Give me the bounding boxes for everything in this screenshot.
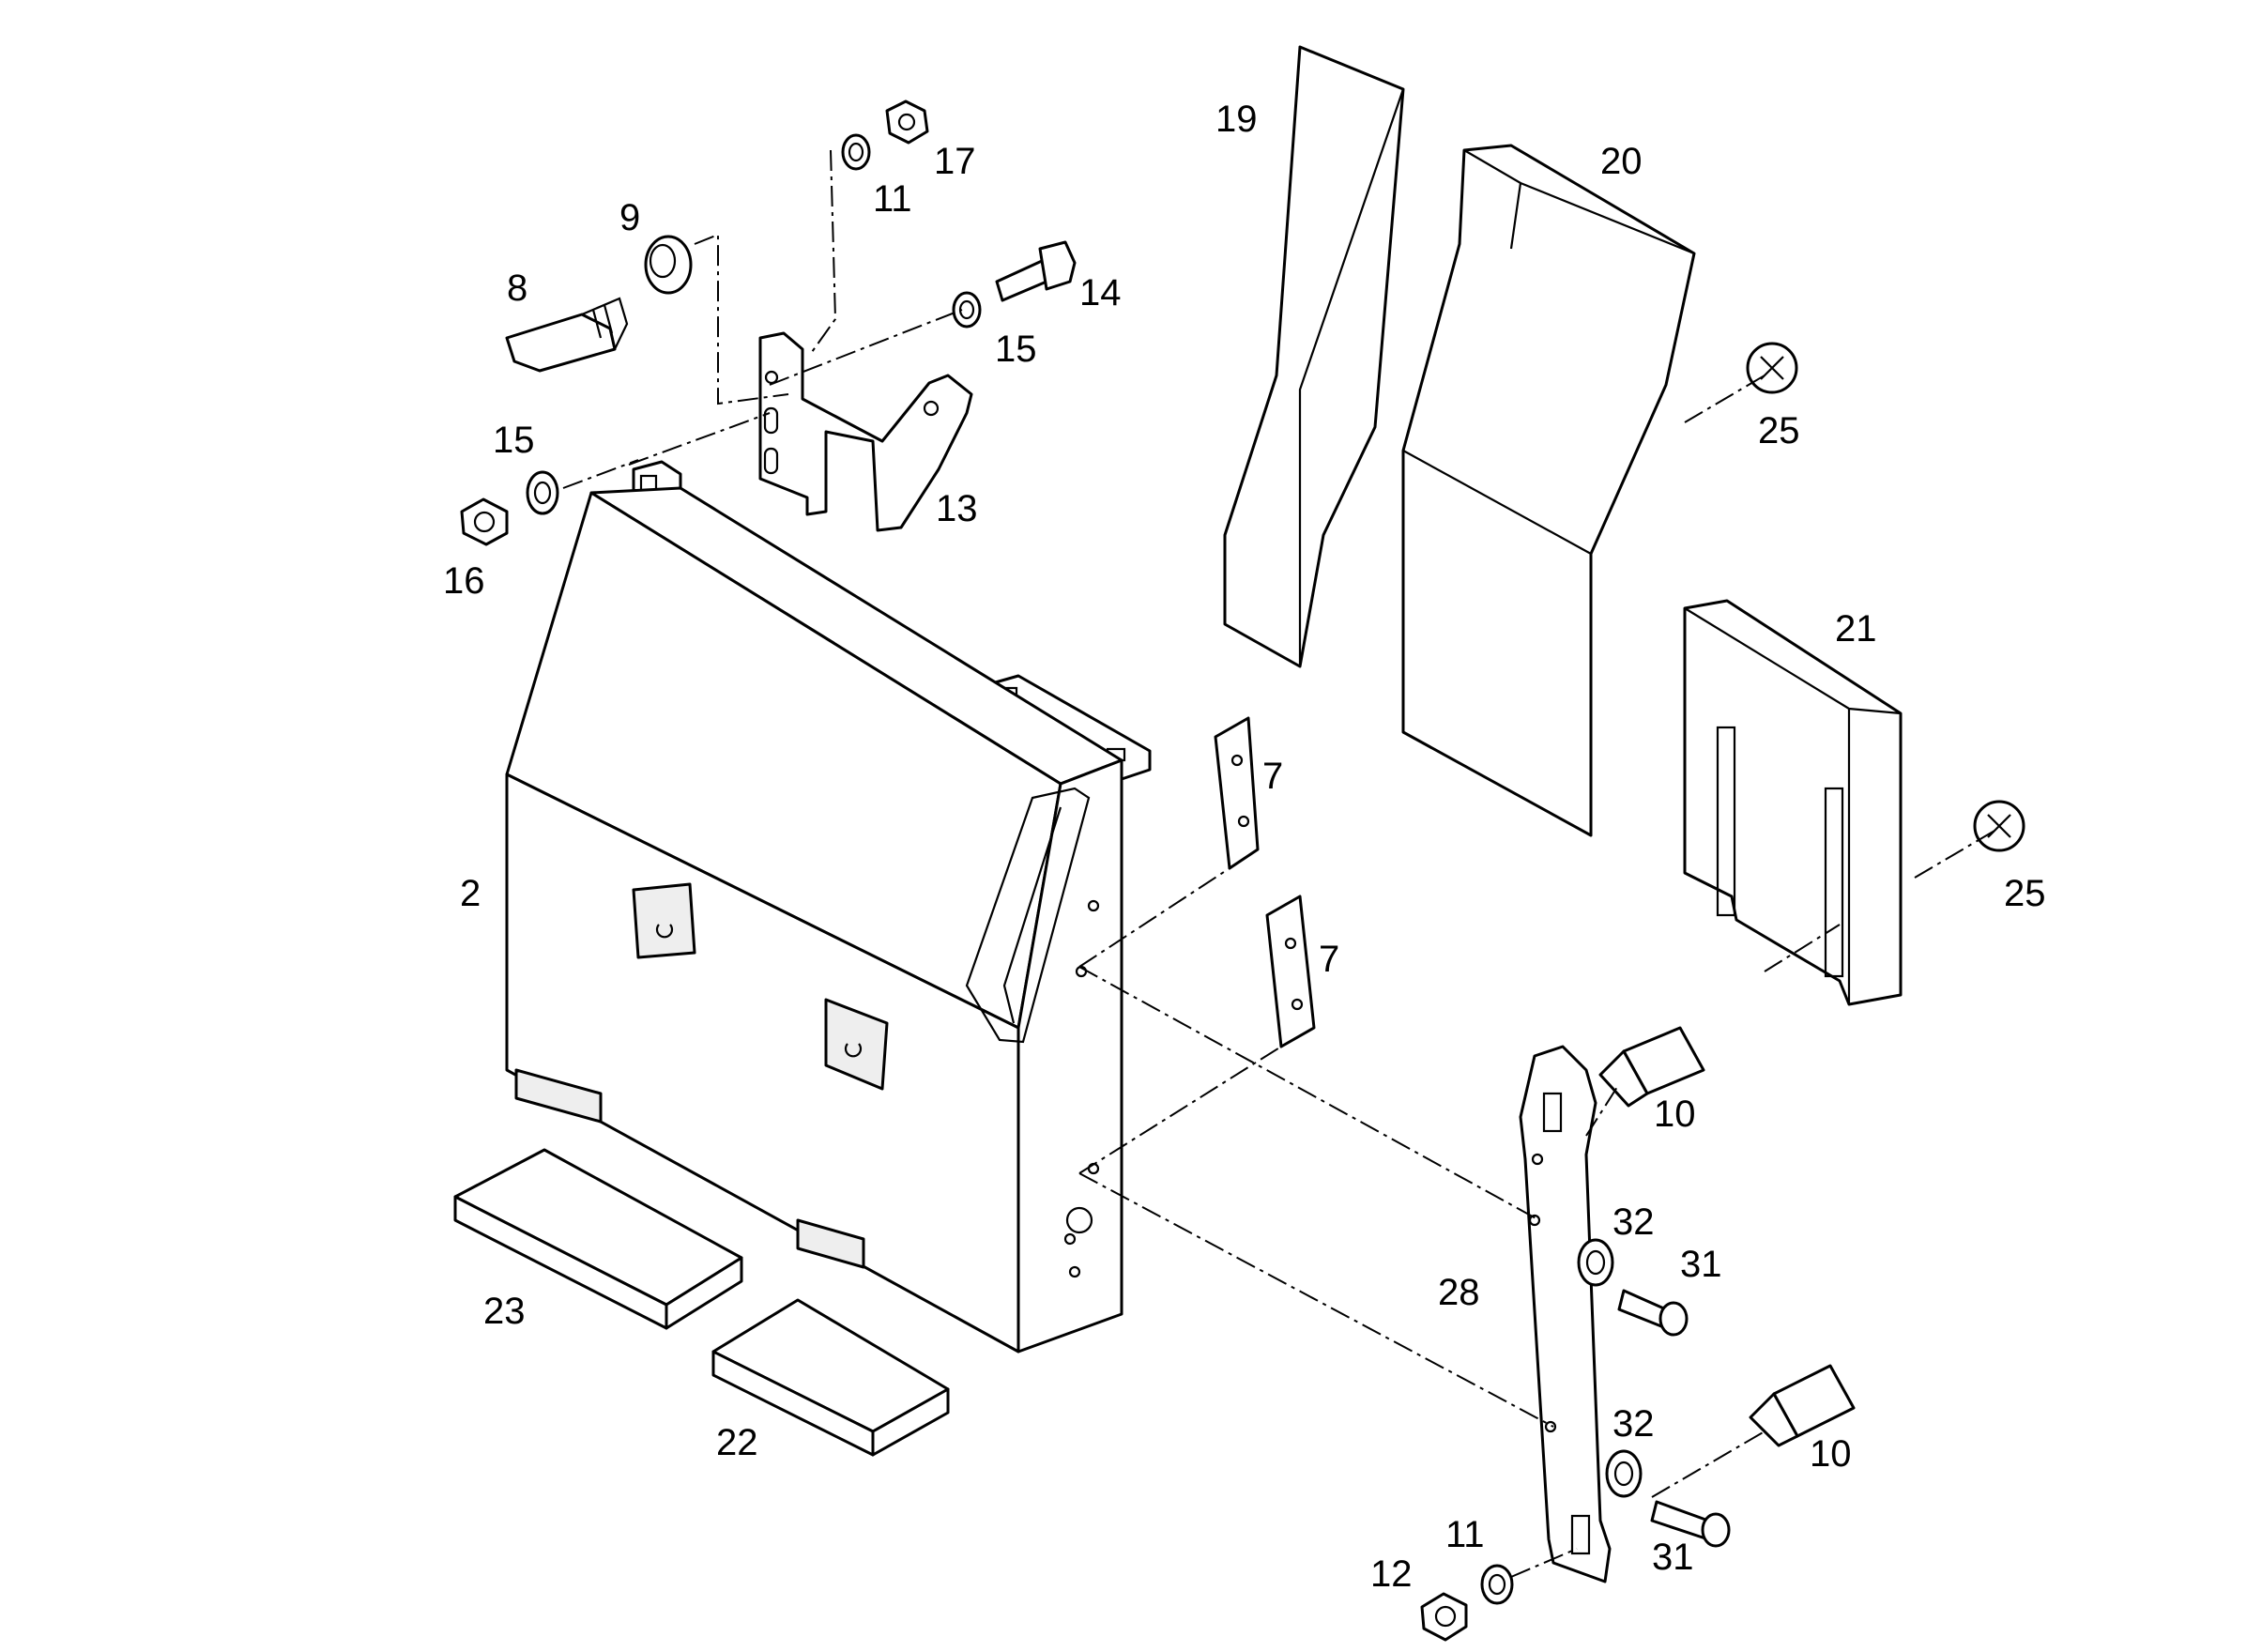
- part-21-pad: [1683, 599, 1903, 1006]
- part-22-slab: [711, 1298, 950, 1457]
- part-17-nut: [885, 99, 929, 145]
- assembly-lines: [562, 149, 1995, 1578]
- callout-9: 9: [619, 197, 640, 238]
- callout-labels: 2 7 7 8 9 10 10 11 11 12 13 14 15 15 16 …: [443, 99, 2046, 1595]
- part-25-screw-top: [1746, 342, 1798, 394]
- callout-10-lower: 10: [1810, 1433, 1852, 1475]
- part-28-arm: [1519, 1045, 1612, 1583]
- callout-22: 22: [716, 1422, 758, 1463]
- part-10-pin-lower: [1749, 1364, 1856, 1447]
- callout-10-upper: 10: [1654, 1094, 1696, 1135]
- part-14-bolt: [995, 240, 1077, 302]
- callout-15-right: 15: [995, 329, 1037, 370]
- part-23-slab: [453, 1148, 743, 1330]
- part-9-washer: [644, 235, 693, 295]
- part-31-screw-upper: [1617, 1289, 1689, 1337]
- part-16-nut: [460, 497, 509, 546]
- part-11-washer-bottom: [1480, 1564, 1514, 1605]
- callout-14: 14: [1079, 272, 1122, 314]
- callout-8: 8: [507, 268, 527, 309]
- callout-16: 16: [443, 560, 485, 602]
- part-31-screw-lower: [1650, 1500, 1731, 1548]
- callout-15-left: 15: [493, 420, 535, 461]
- callout-7-lower: 7: [1319, 939, 1339, 980]
- callout-19: 19: [1215, 99, 1258, 140]
- callout-20: 20: [1600, 141, 1643, 182]
- part-7-plate-upper: [1214, 716, 1260, 870]
- callout-32-lower: 32: [1612, 1403, 1655, 1445]
- part-15-washer-left: [526, 470, 559, 515]
- part-7-plate-lower: [1265, 895, 1316, 1048]
- callout-12: 12: [1370, 1553, 1413, 1595]
- part-19-pad: [1223, 45, 1405, 668]
- callout-28: 28: [1438, 1272, 1480, 1313]
- callout-31-upper: 31: [1680, 1244, 1722, 1285]
- callout-11-bottom: 11: [1445, 1514, 1485, 1555]
- part-32-washer-upper: [1577, 1238, 1614, 1287]
- callout-23: 23: [483, 1291, 526, 1332]
- callout-11-top: 11: [873, 178, 912, 220]
- callout-21: 21: [1835, 608, 1877, 650]
- callout-2: 2: [460, 873, 481, 914]
- callout-31-lower: 31: [1652, 1537, 1694, 1578]
- callout-17: 17: [934, 141, 976, 182]
- part-13-bracket: [758, 331, 973, 532]
- part-20-pad: [1401, 144, 1696, 837]
- part-8-bolt: [505, 297, 629, 373]
- callout-32-upper: 32: [1612, 1201, 1655, 1243]
- callout-25-bottom: 25: [2004, 873, 2046, 914]
- part-25-screw-bottom: [1973, 800, 2025, 852]
- part-10-pin-upper: [1598, 1026, 1705, 1108]
- part-12-nut: [1420, 1592, 1468, 1642]
- part-2-housing: [505, 460, 1152, 1354]
- part-32-washer-lower: [1605, 1449, 1643, 1498]
- part-15-washer-right: [952, 291, 982, 329]
- callout-25-top: 25: [1758, 410, 1800, 451]
- callout-7-upper: 7: [1262, 756, 1283, 797]
- callout-13: 13: [936, 488, 978, 529]
- part-11-washer-top: [841, 133, 871, 171]
